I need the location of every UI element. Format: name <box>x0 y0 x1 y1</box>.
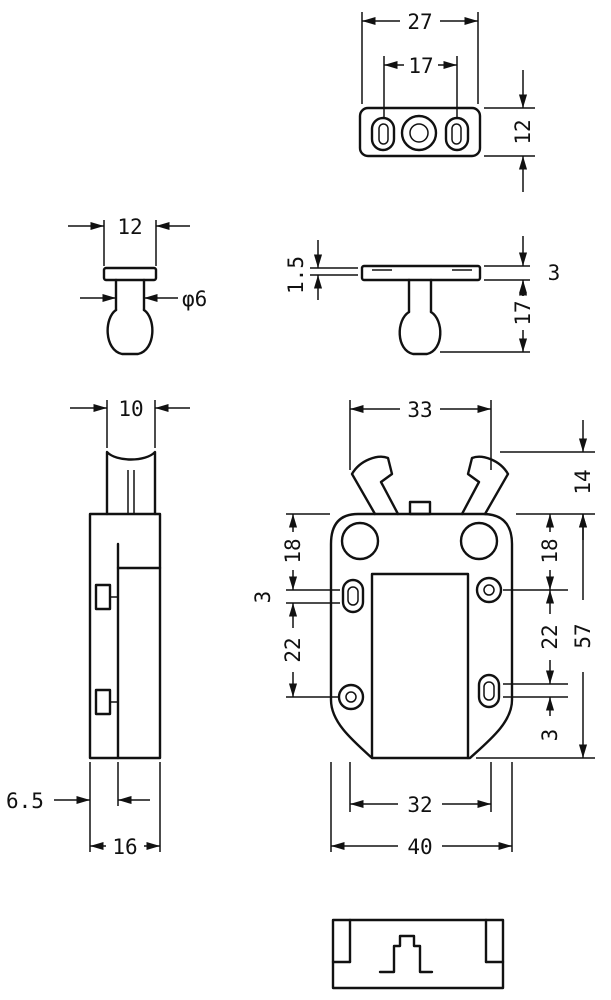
dim-stem-length: 17 <box>511 300 535 325</box>
dim-knob-width: 12 <box>117 215 142 239</box>
dim-front-slot-gap-left: 3 <box>251 591 275 604</box>
bottom-latch <box>378 934 434 974</box>
top-view: 27 17 12 <box>358 10 535 192</box>
front-jaw-left <box>350 455 400 516</box>
dim-top-slot-spacing: 17 <box>408 54 433 78</box>
dim-top-height: 12 <box>511 119 535 144</box>
front-inner-panel <box>370 572 470 760</box>
top-slot-right-inner <box>451 123 462 145</box>
front-hole-right-upper <box>475 576 503 604</box>
dim-front-top-to-hole-right: 18 <box>538 538 562 563</box>
top-slot-right-outer <box>444 116 470 152</box>
dim-front-hole-spacing-left: 22 <box>281 637 305 662</box>
front-view: 33 14 57 18 3 22 18 22 3 32 <box>251 398 595 859</box>
side-jaw <box>105 450 157 516</box>
top-view-body <box>358 106 482 158</box>
knob-neck <box>114 278 146 312</box>
front-slot-left <box>341 578 365 614</box>
dim-knob-diameter: φ6 <box>182 287 207 311</box>
front-pin <box>408 500 432 516</box>
flange-plate <box>360 264 482 282</box>
dim-front-slot-gap-right: 3 <box>538 729 562 742</box>
front-jaw-right <box>460 455 510 516</box>
dim-front-top-to-hole: 18 <box>281 538 305 563</box>
knob-cap <box>102 266 158 282</box>
top-boss-inner <box>409 123 429 143</box>
front-hole-left-lower <box>337 683 365 711</box>
dim-side-offset: 6.5 <box>6 789 44 813</box>
elevation-neck <box>407 278 433 314</box>
knob-ball <box>106 308 154 356</box>
top-slot-left-inner <box>378 123 389 145</box>
dim-side-depth: 16 <box>112 835 137 859</box>
front-slot-right <box>477 673 501 709</box>
side-view: 10 6.5 16 <box>6 397 190 859</box>
side-boss-upper <box>94 583 112 611</box>
dim-flange-right: 3 <box>548 261 561 285</box>
elevation-ball <box>398 310 442 356</box>
dim-front-total-width: 40 <box>407 835 432 859</box>
dim-top-width: 27 <box>407 10 432 34</box>
side-body <box>88 512 162 760</box>
front-hole-top-left <box>340 521 380 561</box>
front-hole-top-right <box>459 521 499 561</box>
dim-front-hole-spacing-right: 22 <box>538 624 562 649</box>
dim-front-jaw-height: 14 <box>571 469 595 494</box>
front-body <box>329 512 514 760</box>
dim-side-width: 10 <box>118 397 143 421</box>
bottom-view <box>331 918 505 990</box>
dim-front-jaw-width: 33 <box>407 398 432 422</box>
top-boss-outer <box>400 114 438 152</box>
dim-flange-thickness: 1.5 <box>284 256 308 294</box>
dim-front-total-height: 57 <box>571 623 595 648</box>
side-elevation: 1.5 3 17 <box>284 236 561 356</box>
knob-view: 12 φ6 <box>68 215 207 356</box>
dim-front-inner-width: 32 <box>407 793 432 817</box>
bottom-body <box>331 918 505 990</box>
side-boss-lower <box>94 688 112 716</box>
top-slot-left-outer <box>370 116 396 152</box>
